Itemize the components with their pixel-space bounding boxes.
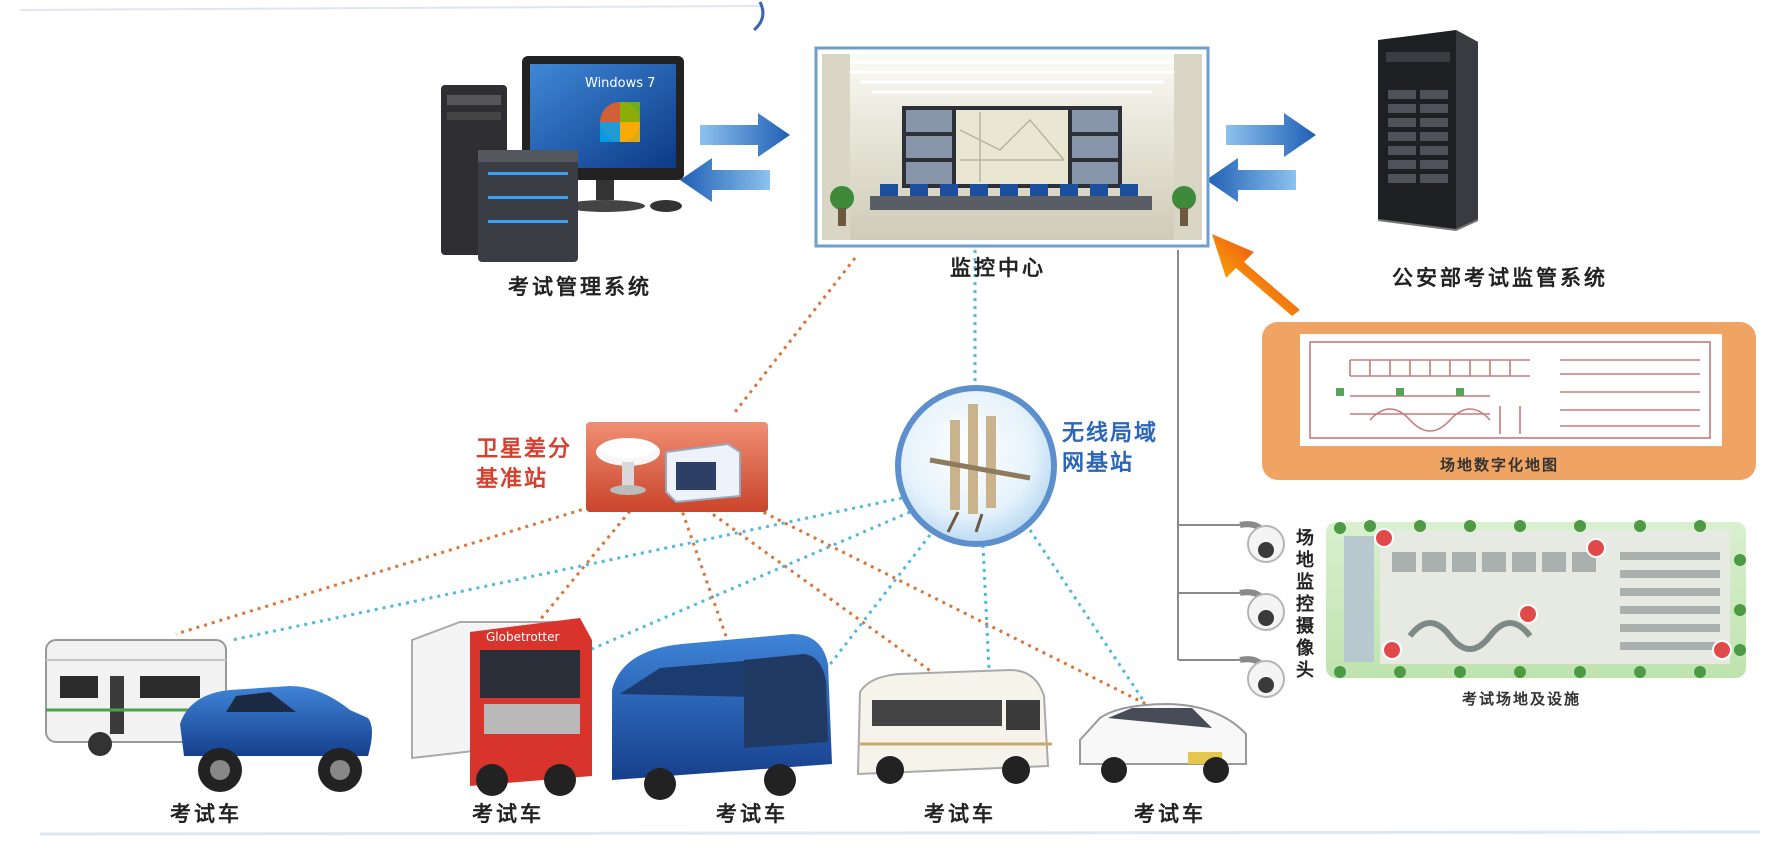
pc-group (441, 56, 684, 262)
label-gnss-base-station: 卫星差分基准站 (476, 436, 573, 492)
label-exam-car-4: 考试车 (924, 801, 996, 826)
truck-brand-text: Globetrotter (486, 630, 560, 644)
camera-3 (1239, 656, 1285, 698)
label-wlan-base-station: 无线局域网基站 (1062, 420, 1159, 476)
vehicle-bus (612, 634, 832, 800)
label-exam-management-system: 考试管理系统 (508, 274, 652, 299)
label-monitor-center: 监控中心 (950, 255, 1046, 280)
links (175, 250, 1149, 707)
label-exam-car-5: 考试车 (1134, 801, 1206, 826)
vehicle-sedan (1079, 702, 1247, 783)
label-venue-facility: 考试场地及设施 (1462, 690, 1582, 708)
label-mps-exam-supervision: 公安部考试监管系统 (1392, 265, 1608, 290)
vehicle-truck (411, 618, 592, 796)
monitor-room (814, 46, 1210, 248)
label-venue-cameras: 场地监控摄像头 (1293, 528, 1314, 682)
vehicle-minibus (856, 668, 1052, 784)
label-exam-car-3: 考试车 (716, 801, 788, 826)
label-venue-digital-map: 场地数字化地图 (1440, 456, 1560, 474)
gnss-station-box (586, 422, 768, 512)
windows-logo-text: Windows 7 (585, 76, 656, 91)
server-tower (1377, 30, 1479, 232)
camera-2 (1239, 589, 1285, 631)
arrows (680, 113, 1316, 316)
label-exam-car-2: 考试车 (472, 801, 544, 826)
venue-map-panel (1262, 322, 1756, 480)
camera-1 (1239, 521, 1285, 563)
vehicle-caravan-suv (45, 639, 372, 792)
camera-wiring (1177, 250, 1240, 661)
venue-facility-panel (1326, 520, 1746, 678)
label-exam-car-1: 考试车 (170, 801, 242, 826)
wlan-station (895, 385, 1057, 547)
